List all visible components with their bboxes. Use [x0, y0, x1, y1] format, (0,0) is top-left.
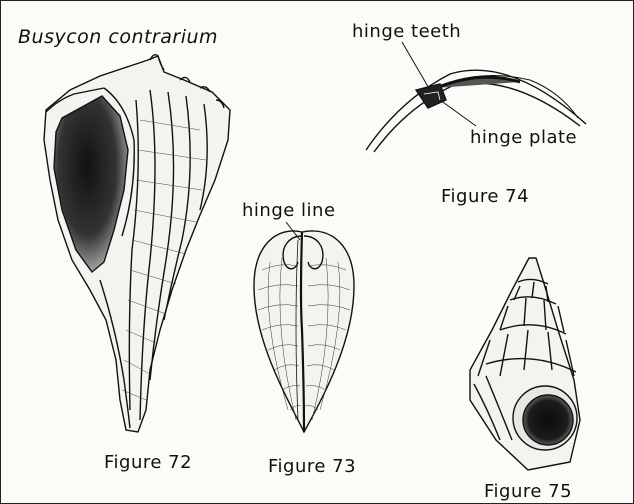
figure-75-caption: Figure 75 — [484, 481, 572, 502]
wentletrap-shell-figure-75 — [470, 258, 580, 470]
figure-74-caption: Figure 74 — [441, 186, 529, 207]
whelk-shell-figure-72 — [44, 55, 230, 432]
hinge-teeth-label: hinge teeth — [352, 21, 461, 42]
hinge-plate-label: hinge plate — [470, 127, 577, 148]
figure-73-caption: Figure 73 — [268, 456, 356, 477]
hinge-line-label: hinge line — [242, 200, 336, 221]
figure-72-caption: Figure 72 — [104, 452, 192, 473]
hinge-teeth-leader — [402, 42, 430, 90]
bivalve-shell-figure-73 — [254, 231, 354, 432]
species-title: Busycon contrarium — [18, 26, 218, 48]
hinge-plate-leader — [440, 100, 476, 126]
